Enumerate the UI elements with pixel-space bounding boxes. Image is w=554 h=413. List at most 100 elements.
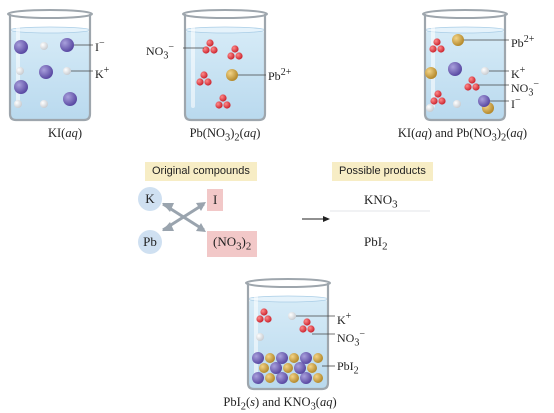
b4-no3-2-o1 xyxy=(299,325,307,333)
b1-i-ion-2 xyxy=(14,40,28,54)
cation-pb-circle: Pb xyxy=(138,230,162,254)
beaker4-water-surface xyxy=(247,295,329,303)
beaker3-label-pb: Pb2+ xyxy=(511,34,535,50)
beaker2-label-no3: NO3− xyxy=(146,42,174,62)
beaker1-glass xyxy=(8,14,92,122)
cross-arrowhead-2 xyxy=(196,202,206,211)
b2-no3-4-o1 xyxy=(215,101,223,109)
b4-precipitate-ion-14 xyxy=(289,353,299,363)
cross-arrowhead-3 xyxy=(196,223,206,232)
cross-arrowhead-1 xyxy=(162,222,174,231)
b4-no3-1-o0 xyxy=(260,308,268,316)
b3-no3-2-o1 xyxy=(464,83,472,91)
b3-i-ion-1 xyxy=(448,62,462,76)
b2-no3-3-o0 xyxy=(200,71,208,79)
b3-pb-ion-2 xyxy=(425,67,437,79)
b3-no3-1-o0 xyxy=(433,38,441,46)
b1-i-ion-5 xyxy=(63,92,77,106)
b2-no3-1-o0 xyxy=(206,39,214,47)
beaker4-label-k: K+ xyxy=(337,311,352,327)
b3-no3-2-o2 xyxy=(472,83,480,91)
b4-precipitate-ion-7 xyxy=(270,362,282,374)
b2-no3-4-o0 xyxy=(219,94,227,102)
beaker1-water-surface xyxy=(9,26,91,34)
beaker4-label-no3: NO3− xyxy=(337,329,365,349)
b4-precipitate-ion-10 xyxy=(307,363,317,373)
beaker3-label-no3: NO3− xyxy=(511,79,539,99)
b1-k-ion-5 xyxy=(14,100,22,108)
beaker1-highlight xyxy=(16,24,20,108)
b4-precipitate-ion-11 xyxy=(252,352,264,364)
beaker2-water-surface xyxy=(184,26,266,34)
b2-no3-2-o0 xyxy=(231,45,239,53)
b3-no3-3-o0 xyxy=(434,90,442,98)
anion-no3-box: (NO3)2 xyxy=(207,231,258,257)
b3-k-ion-1 xyxy=(481,67,489,75)
beaker2-highlight xyxy=(191,24,195,108)
beaker1-caption: KI(aq) xyxy=(47,126,83,140)
beaker3-label-i: I− xyxy=(511,95,521,111)
b2-no3-2-o2 xyxy=(235,52,243,60)
beaker3-water-surface xyxy=(424,26,506,34)
b4-precipitate-ion-9 xyxy=(294,362,306,374)
b4-k-ion-1 xyxy=(288,312,296,320)
b2-no3-3-o1 xyxy=(196,78,204,86)
b1-i-ion-4 xyxy=(14,80,28,94)
b1-k-ion-3 xyxy=(16,67,24,75)
beaker4-glass xyxy=(246,283,330,391)
b4-no3-1-o1 xyxy=(256,315,264,323)
cross-arrowhead-4 xyxy=(162,203,174,212)
b3-no3-2-o0 xyxy=(468,76,476,84)
beaker4-label-pbi2: PbI2 xyxy=(337,359,359,377)
reaction-arrowhead xyxy=(323,216,330,222)
b4-no3-2-o0 xyxy=(303,318,311,326)
b4-precipitate-ion-0 xyxy=(252,372,264,384)
b1-i-ion-3 xyxy=(39,65,53,79)
b3-no3-1-o2 xyxy=(437,45,445,53)
beaker3-caption: KI(aq) and Pb(NO3)2(aq) xyxy=(397,126,528,144)
cation-k-circle: K xyxy=(138,187,162,211)
b4-precipitate-ion-4 xyxy=(300,372,312,384)
beaker3-highlight xyxy=(431,24,435,108)
b2-no3-2-o1 xyxy=(227,52,235,60)
beaker3-rim xyxy=(422,9,508,19)
b3-no3-3-o1 xyxy=(430,97,438,105)
b3-i-ion-2 xyxy=(478,95,490,107)
beaker1-label-k: K+ xyxy=(95,65,110,81)
beaker1-rim xyxy=(7,9,93,19)
b4-precipitate-ion-5 xyxy=(313,373,323,383)
b4-precipitate-ion-16 xyxy=(313,353,323,363)
b4-precipitate-ion-1 xyxy=(265,373,275,383)
possible-products-header: Possible products xyxy=(332,162,433,182)
b4-k-ion-2 xyxy=(256,333,264,341)
b3-pb-ion-1 xyxy=(452,34,464,46)
beaker3-label-k: K+ xyxy=(511,65,526,81)
b4-precipitate-ion-12 xyxy=(265,353,275,363)
b4-precipitate-ion-3 xyxy=(289,373,299,383)
b4-no3-2-o2 xyxy=(307,325,315,333)
b1-k-ion-1 xyxy=(40,42,48,50)
b4-precipitate-ion-8 xyxy=(283,363,293,373)
original-compounds-header: Original compounds xyxy=(145,162,257,182)
product-pbi2: PbI2 xyxy=(364,234,388,253)
b1-i-ion-1 xyxy=(60,38,74,52)
beaker2-label-pb: Pb2+ xyxy=(268,67,292,83)
b1-k-ion-2 xyxy=(63,67,71,75)
b2-no3-1-o1 xyxy=(202,46,210,54)
beaker4-rim xyxy=(245,278,331,288)
b4-no3-1-o2 xyxy=(264,315,272,323)
b4-precipitate-ion-2 xyxy=(276,372,288,384)
beaker2-rim xyxy=(182,9,268,19)
b3-no3-3-o2 xyxy=(438,97,446,105)
beaker2-glass xyxy=(183,14,267,122)
beaker3-glass xyxy=(423,14,507,122)
b4-precipitate-ion-6 xyxy=(259,363,269,373)
beaker2-caption: Pb(NO3)2(aq) xyxy=(189,126,261,144)
beaker4-caption: PbI2(s) and KNO3(aq) xyxy=(223,395,337,413)
b2-pb-ion xyxy=(226,69,238,81)
anion-i-box: I xyxy=(207,189,224,211)
b3-k-ion-2 xyxy=(453,100,461,108)
product-kno3: KNO3 xyxy=(364,192,398,211)
